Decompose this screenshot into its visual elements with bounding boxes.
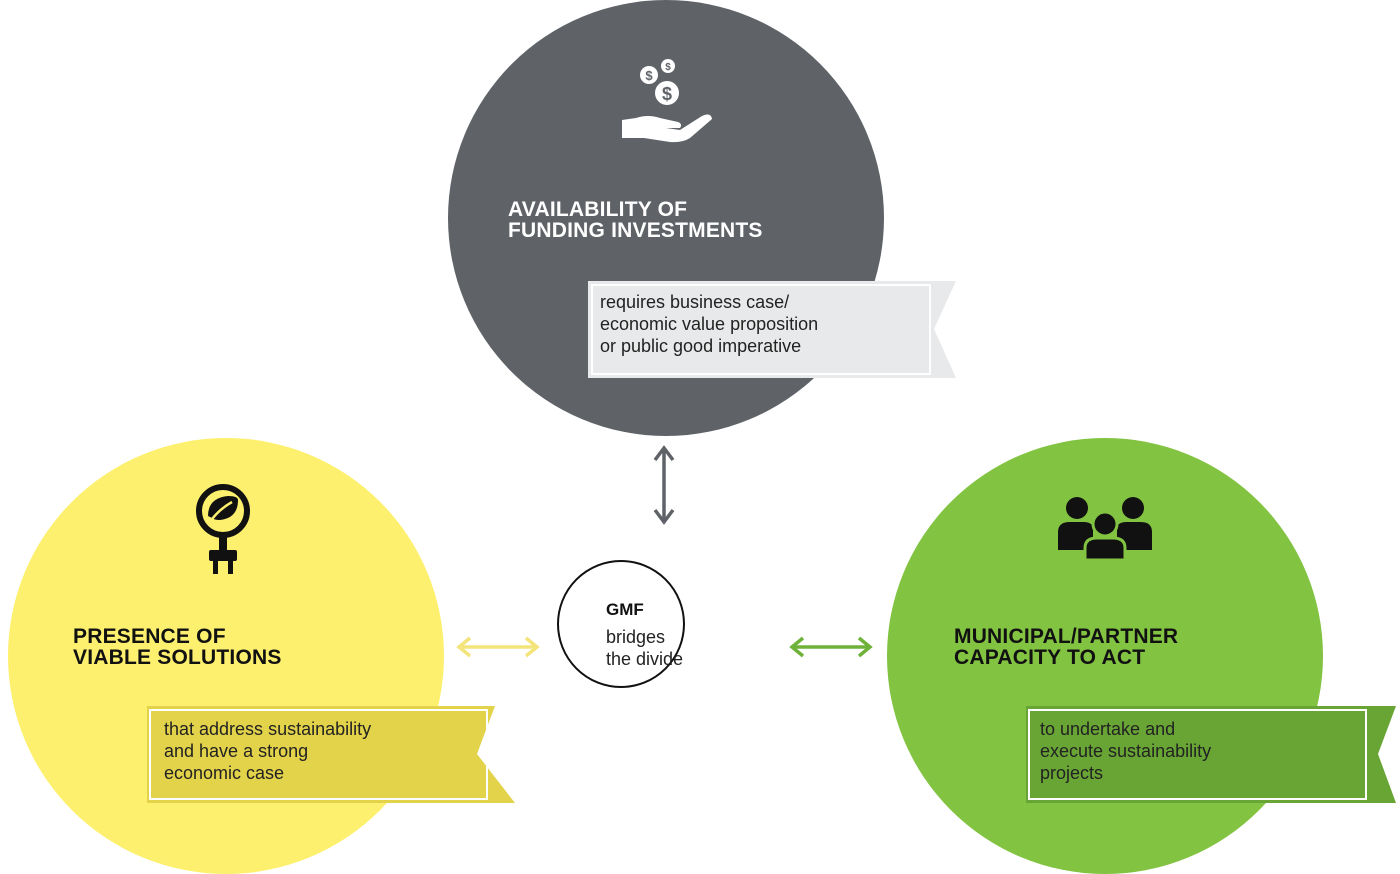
solutions-ribbon: that address sustainability and have a s… [147, 706, 515, 803]
funding-heading: AVAILABILITY OF FUNDING INVESTMENTS [508, 198, 763, 242]
left-double-arrow [456, 636, 540, 658]
svg-text:$: $ [645, 68, 653, 83]
people-group-icon [1058, 497, 1152, 560]
eco-plug-icon [196, 484, 250, 574]
gmf-description: bridges the divide [606, 627, 684, 669]
right-double-arrow [789, 636, 873, 658]
capacity-ribbon: to undertake and execute sustainability … [1026, 706, 1396, 803]
capacity-heading: MUNICIPAL/PARTNER CAPACITY TO ACT [954, 625, 1179, 669]
funding-ribbon-text: requires business case/ economic value p… [600, 292, 819, 356]
capacity-ribbon-text: to undertake and execute sustainability … [1040, 719, 1212, 783]
money-hand-icon: $ $ $ [622, 59, 712, 143]
solutions-ribbon-text: that address sustainability and have a s… [164, 719, 372, 783]
vertical-double-arrow [653, 445, 675, 525]
solutions-heading: PRESENCE OF VIABLE SOLUTIONS [73, 625, 282, 669]
funding-ribbon: requires business case/ economic value p… [588, 281, 956, 378]
gmf-circle [557, 560, 685, 688]
svg-text:$: $ [662, 84, 672, 104]
gmf-title: GMF [606, 600, 644, 619]
svg-text:$: $ [665, 62, 671, 73]
